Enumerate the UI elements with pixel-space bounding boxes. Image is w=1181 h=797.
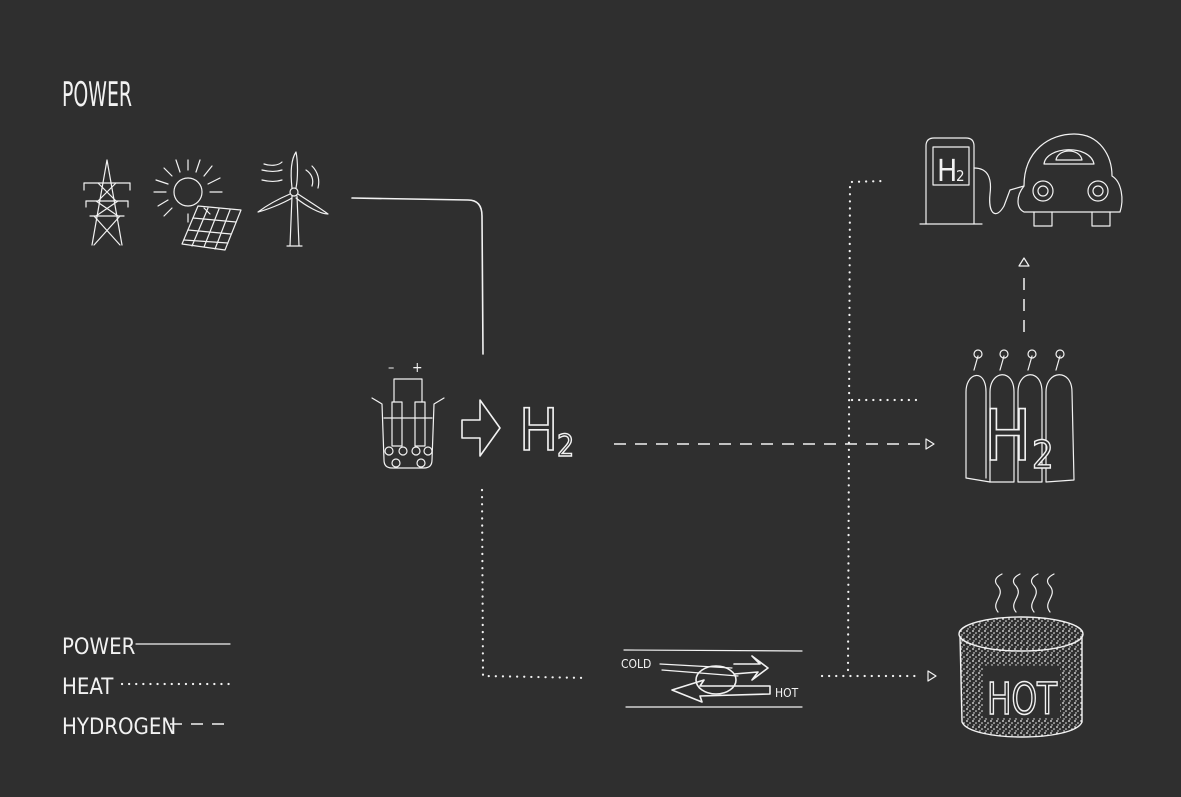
car-icon [1017, 133, 1123, 227]
title: POWER [62, 75, 132, 115]
tank-h-label: H [984, 395, 1031, 477]
electrode-minus-label: – [388, 360, 394, 376]
pump-sub-label: 2 [956, 167, 965, 185]
hydrogen-arrowhead-tanks [925, 438, 935, 450]
heat-exchanger-icon [623, 649, 803, 708]
heat-line-electrolyser [480, 488, 590, 680]
heat-arrowhead-hot-tank [927, 670, 937, 682]
h2-symbol: H [519, 396, 558, 464]
legend-heat-label: HEAT [62, 675, 114, 700]
hydrogen-arrowhead-car [1018, 257, 1030, 267]
wind-turbine-icon [257, 151, 329, 247]
legend-hydrogen-label: HYDROGEN [62, 715, 176, 740]
legend: POWER HEAT HYDROGEN [62, 635, 232, 740]
fuel-pump-icon [919, 137, 1025, 225]
pylon-icon [83, 159, 131, 246]
solar-panel-icon [153, 159, 242, 251]
conversion-arrow-icon [461, 399, 501, 457]
hot-label-backdrop [984, 666, 1060, 718]
heat-line-vertical [846, 179, 886, 672]
electrolyser-icon [371, 378, 445, 469]
hot-big-label: HOT [987, 674, 1058, 725]
legend-power-label: POWER [62, 635, 136, 660]
hot-small-label: HOT [775, 686, 799, 700]
h2-subscript: 2 [557, 429, 574, 464]
hydrogen-tanks-icon [965, 349, 1075, 483]
tank-sub-label: 2 [1032, 433, 1054, 477]
cold-label: COLD [621, 657, 651, 671]
power-line [351, 197, 484, 355]
pump-h-label: H [937, 154, 957, 189]
electrode-plus-label: + [412, 360, 423, 376]
